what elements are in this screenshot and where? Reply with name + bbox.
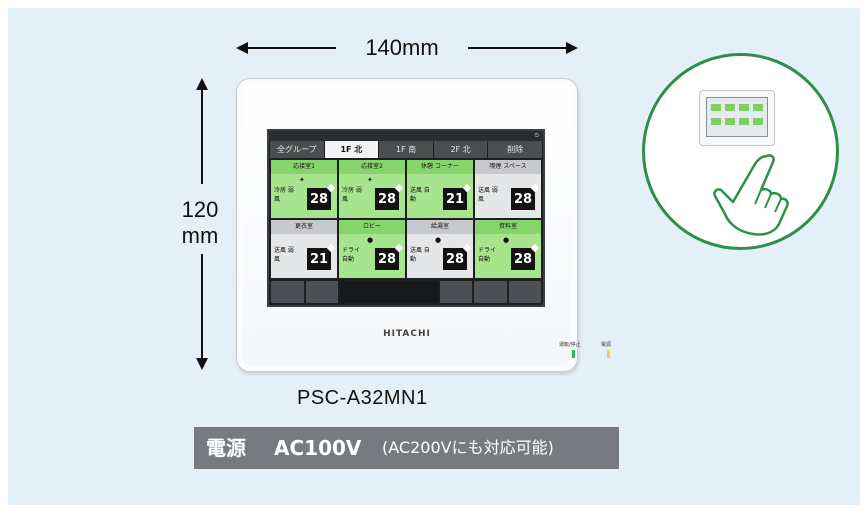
mini-cell bbox=[753, 118, 763, 125]
mini-cell bbox=[725, 118, 735, 125]
tab-all-groups[interactable]: 全グループ bbox=[270, 141, 324, 158]
brand-logo: HITACHI bbox=[383, 329, 431, 339]
unit-temp: 28 bbox=[511, 188, 535, 210]
unit-cell[interactable]: 更衣室 送風 弱風 21 bbox=[271, 220, 337, 278]
unit-cell[interactable]: 喫煙 スペース 送風 弱風 28 bbox=[475, 160, 541, 218]
unit-body: 送風 自動 21 bbox=[407, 174, 473, 218]
width-dimension: 140mm bbox=[236, 35, 578, 60]
unit-body: ● ドライ 自動 28 bbox=[339, 234, 405, 278]
status-dot-icon: ✦ bbox=[299, 176, 305, 184]
power-note: (AC200Vにも対応可能) bbox=[382, 438, 554, 457]
status-dot-icon: ● bbox=[367, 236, 374, 244]
dimension-line bbox=[201, 88, 203, 184]
touch-screen[interactable]: ⏲ 全グループ 1F 北 1F 南 2F 北 削除 応接室1 ✦ 冷房 弱風 2… bbox=[267, 129, 545, 307]
power-led-icon bbox=[607, 350, 610, 358]
status-dot-icon: ● bbox=[503, 236, 510, 244]
unit-temp: 28 bbox=[443, 248, 467, 270]
unit-cell[interactable]: 休憩 コーナー 送風 自動 21 bbox=[407, 160, 473, 218]
bottom-button[interactable] bbox=[439, 281, 472, 303]
screen-bottom-bar bbox=[271, 281, 541, 303]
unit-grid: 応接室1 ✦ 冷房 弱風 28 応接室2 ✦ 冷房 弱風 28 休憩 コーナー … bbox=[269, 158, 543, 280]
unit-temp: 21 bbox=[443, 188, 467, 210]
unit-body: ✦ 冷房 弱風 28 bbox=[339, 174, 405, 218]
unit-mode: 送風 自動 bbox=[410, 187, 430, 203]
mini-cell bbox=[739, 104, 749, 111]
power-voltage: AC100V bbox=[274, 436, 362, 460]
unit-body: 送風 弱風 28 bbox=[475, 174, 541, 218]
unit-cell[interactable]: 資料室 ● ドライ 自動 28 bbox=[475, 220, 541, 278]
unit-cell[interactable]: ロビー ● ドライ 自動 28 bbox=[339, 220, 405, 278]
status-dot-icon: ✦ bbox=[367, 176, 373, 184]
touch-illustration bbox=[642, 53, 839, 250]
height-dimension bbox=[190, 78, 214, 370]
bottom-button[interactable] bbox=[305, 281, 338, 303]
unit-temp: 28 bbox=[511, 248, 535, 270]
unit-cell[interactable]: 給湯室 ● 送風 自動 28 bbox=[407, 220, 473, 278]
mini-cell bbox=[711, 118, 721, 125]
bottom-button[interactable] bbox=[508, 281, 541, 303]
unit-mode: 送風 弱風 bbox=[274, 247, 294, 263]
unit-temp: 28 bbox=[375, 248, 399, 270]
unit-name: 更衣室 bbox=[271, 220, 337, 234]
remote-controller-device: ⏲ 全グループ 1F 北 1F 南 2F 北 削除 応接室1 ✦ 冷房 弱風 2… bbox=[236, 78, 611, 372]
run-led-icon bbox=[572, 350, 575, 358]
unit-name: 休憩 コーナー bbox=[407, 160, 473, 174]
led-label-power: 電源 bbox=[601, 342, 612, 348]
unit-name: 喫煙 スペース bbox=[475, 160, 541, 174]
unit-name: 応接室1 bbox=[271, 160, 337, 174]
unit-mode: 送風 弱風 bbox=[478, 187, 498, 203]
bottom-button[interactable] bbox=[271, 281, 304, 303]
unit-mode: ドライ 自動 bbox=[478, 247, 497, 263]
unit-name: 給湯室 bbox=[407, 220, 473, 234]
clock-icon: ⏲ bbox=[534, 132, 539, 139]
dimension-line bbox=[468, 47, 566, 49]
group-tabs: 全グループ 1F 北 1F 南 2F 北 削除 bbox=[269, 141, 543, 158]
unit-name: 資料室 bbox=[475, 220, 541, 234]
mini-screen bbox=[706, 97, 768, 137]
mini-cell bbox=[739, 118, 749, 125]
height-label-unit: mm bbox=[181, 223, 219, 248]
dimension-line bbox=[201, 254, 203, 358]
tab-1f-north[interactable]: 1F 北 bbox=[324, 141, 379, 158]
unit-temp: 28 bbox=[307, 188, 331, 210]
led-label-run: 運転/停止 bbox=[559, 342, 581, 348]
arrow-right-icon bbox=[566, 42, 578, 54]
height-label: 120 mm bbox=[168, 197, 232, 249]
mini-cell bbox=[753, 104, 763, 111]
unit-temp: 21 bbox=[307, 248, 331, 270]
hand-pointer-icon bbox=[713, 154, 789, 236]
status-dot-icon: ● bbox=[435, 236, 442, 244]
bottom-button[interactable] bbox=[474, 281, 507, 303]
mini-device-icon bbox=[699, 90, 775, 146]
height-label-value: 120 bbox=[181, 197, 219, 222]
unit-body: ✦ 冷房 弱風 28 bbox=[271, 174, 337, 218]
unit-body: 送風 弱風 21 bbox=[271, 234, 337, 278]
arrow-left-icon bbox=[236, 42, 248, 54]
unit-cell[interactable]: 応接室1 ✦ 冷房 弱風 28 bbox=[271, 160, 337, 218]
unit-name: ロビー bbox=[339, 220, 405, 234]
unit-temp: 28 bbox=[375, 188, 399, 210]
mini-cell bbox=[711, 104, 721, 111]
unit-body: ● ドライ 自動 28 bbox=[475, 234, 541, 278]
power-label: 電源 bbox=[206, 436, 246, 460]
tab-1f-south[interactable]: 1F 南 bbox=[379, 141, 433, 158]
unit-body: ● 送風 自動 28 bbox=[407, 234, 473, 278]
arrow-down-icon bbox=[196, 358, 208, 370]
unit-mode: ドライ 自動 bbox=[342, 247, 361, 263]
power-spec-banner: 電源 AC100V (AC200Vにも対応可能) bbox=[194, 427, 619, 469]
unit-mode: 冷房 弱風 bbox=[274, 187, 294, 203]
arrow-up-icon bbox=[196, 78, 208, 90]
tab-2f-north[interactable]: 2F 北 bbox=[433, 141, 488, 158]
model-number: PSC-A32MN1 bbox=[297, 387, 428, 409]
unit-mode: 冷房 弱風 bbox=[342, 187, 362, 203]
unit-name: 応接室2 bbox=[339, 160, 405, 174]
bottom-spacer bbox=[340, 281, 438, 303]
tab-delete[interactable]: 削除 bbox=[488, 141, 542, 158]
screen-status-bar: ⏲ bbox=[269, 131, 543, 141]
width-label: 140mm bbox=[365, 35, 439, 60]
dimension-line bbox=[244, 47, 336, 49]
unit-cell[interactable]: 応接室2 ✦ 冷房 弱風 28 bbox=[339, 160, 405, 218]
unit-mode: 送風 自動 bbox=[410, 247, 430, 263]
mini-cell bbox=[725, 104, 735, 111]
